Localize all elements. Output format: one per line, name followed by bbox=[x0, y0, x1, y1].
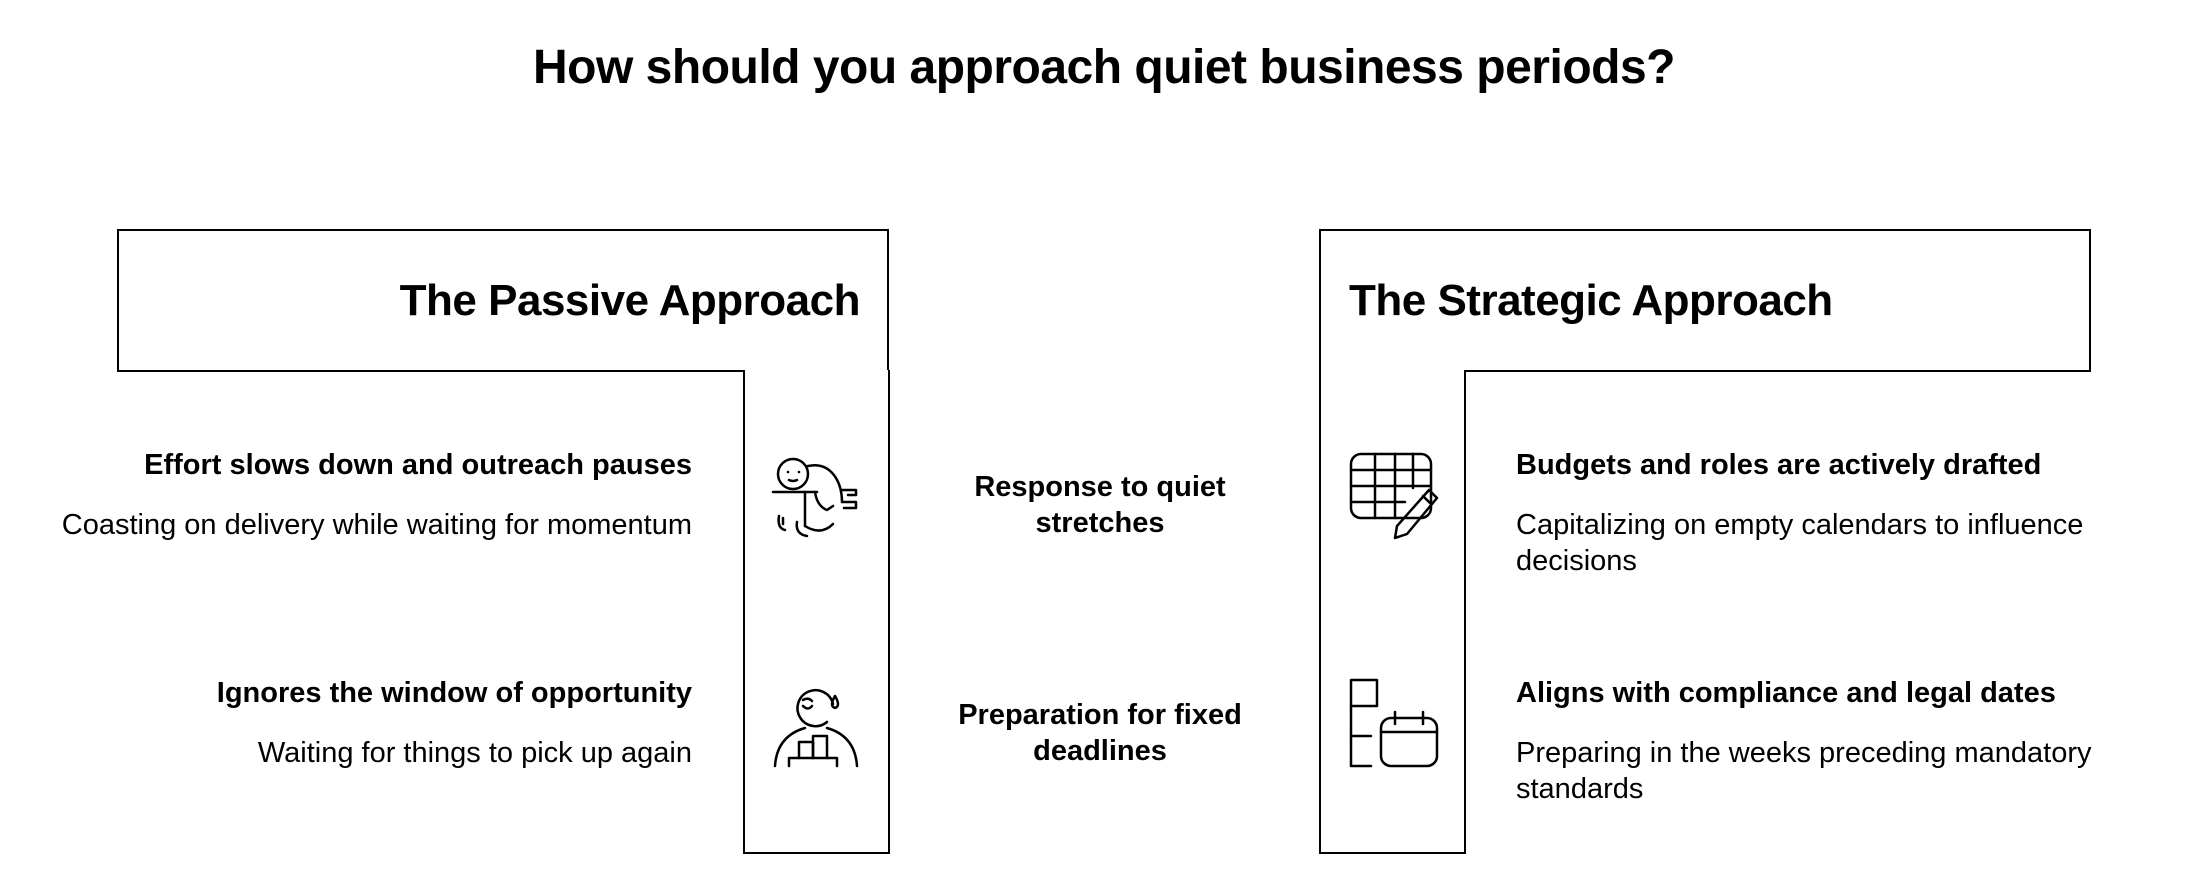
strategic-row-2-desc: Preparing in the weeks preceding mandato… bbox=[1516, 737, 2092, 805]
passive-row-2-desc: Waiting for things to pick up again bbox=[257, 737, 692, 769]
strategic-approach-title: The Strategic Approach bbox=[1349, 275, 1833, 325]
page-title: How should you approach quiet business p… bbox=[533, 41, 1675, 94]
passive-row-2: Ignores the window of opportunity Waitin… bbox=[52, 675, 692, 771]
strategic-row-2-title: Aligns with compliance and legal dates bbox=[1516, 677, 2056, 709]
waiting-person-icon bbox=[771, 680, 865, 774]
passive-approach-title: The Passive Approach bbox=[399, 275, 861, 325]
strategic-approach-header: The Strategic Approach bbox=[1319, 229, 2091, 372]
spreadsheet-pencil-icon bbox=[1347, 446, 1441, 540]
passive-approach-header: The Passive Approach bbox=[117, 229, 889, 372]
strategic-row-1: Budgets and roles are actively drafted C… bbox=[1516, 447, 2156, 579]
passive-icon-column bbox=[743, 370, 890, 854]
passive-row-1-desc: Coasting on delivery while waiting for m… bbox=[61, 509, 692, 541]
strategic-row-2: Aligns with compliance and legal dates P… bbox=[1516, 675, 2156, 807]
passive-row-1: Effort slows down and outreach pauses Co… bbox=[52, 447, 692, 543]
resting-person-icon bbox=[771, 452, 865, 546]
passive-row-2-title: Ignores the window of opportunity bbox=[216, 677, 692, 709]
strategic-row-1-desc: Capitalizing on empty calendars to influ… bbox=[1516, 509, 2084, 577]
center-label-quiet-stretches: Response to quiet stretches bbox=[974, 471, 1226, 539]
strategic-row-1-title: Budgets and roles are actively drafted bbox=[1516, 449, 2042, 481]
center-label-fixed-deadlines: Preparation for fixed deadlines bbox=[958, 699, 1242, 767]
calendar-checklist-icon bbox=[1347, 676, 1441, 770]
passive-row-1-title: Effort slows down and outreach pauses bbox=[144, 449, 692, 481]
strategic-icon-column bbox=[1319, 370, 1466, 854]
